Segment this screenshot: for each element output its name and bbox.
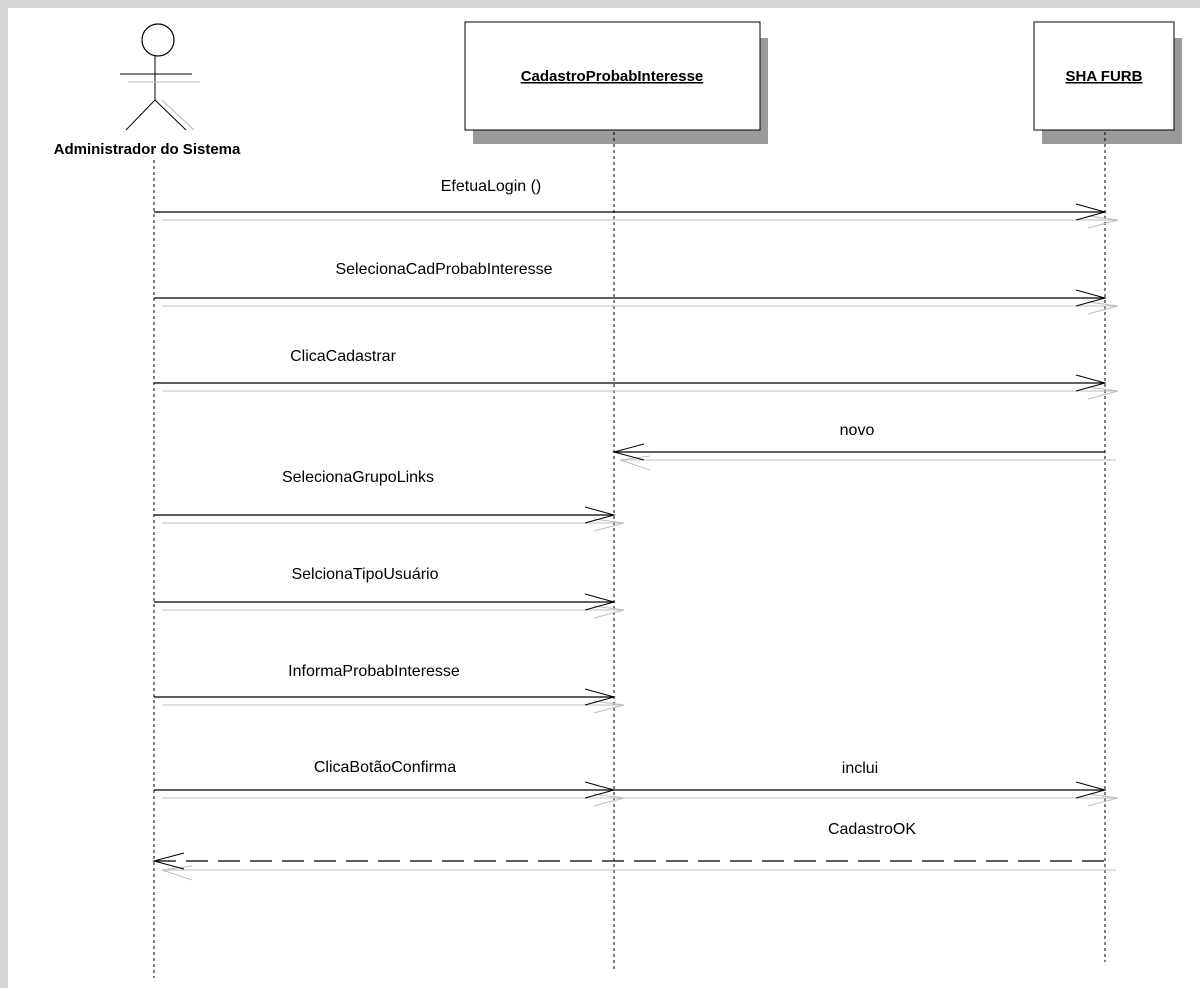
sequence-diagram-canvas: Administrador do Sistema CadastroProbabI… bbox=[8, 8, 1200, 988]
object-box-cadastro bbox=[464, 21, 761, 131]
message-informa-probab-interesse: InformaProbabInteresse bbox=[154, 663, 625, 714]
message-clica-cadastrar: ClicaCadastrar bbox=[154, 348, 1119, 400]
actor-leg-left bbox=[125, 99, 156, 131]
message-clica-botao-confirma: ClicaBotãoConfirma bbox=[154, 759, 625, 807]
actor-figure bbox=[120, 23, 200, 131]
object-box-sha-furb bbox=[1033, 21, 1175, 131]
message-selciona-tipo-usuario: SelcionaTipoUsuário bbox=[154, 566, 625, 619]
object-label-cadastro: CadastroProbabInteresse bbox=[521, 68, 704, 85]
actor-label: Administrador do Sistema bbox=[54, 141, 241, 158]
message-label: novo bbox=[840, 422, 875, 439]
message-label: InformaProbabInteresse bbox=[288, 663, 460, 680]
message-label: ClicaBotãoConfirma bbox=[314, 759, 456, 776]
message-label: EfetuaLogin () bbox=[441, 178, 542, 195]
sequence-diagram: Administrador do Sistema CadastroProbabI… bbox=[54, 21, 1182, 978]
message-label: SelcionaTipoUsuário bbox=[291, 566, 438, 583]
actor-leg-right bbox=[154, 99, 187, 131]
message-label: ClicaCadastrar bbox=[290, 348, 396, 365]
message-label: CadastroOK bbox=[828, 821, 916, 838]
actor-leg-right-shadow bbox=[161, 99, 195, 131]
message-label: inclui bbox=[842, 760, 878, 777]
actor-head bbox=[141, 23, 175, 57]
message-label: SelecionaCadProbabInteresse bbox=[335, 261, 552, 278]
message-efetua-login: EfetuaLogin () bbox=[154, 178, 1119, 229]
message-seleciona-grupo-links: SelecionaGrupoLinks bbox=[154, 469, 625, 532]
message-seleciona-cad-probab-interesse: SelecionaCadProbabInteresse bbox=[154, 261, 1119, 315]
object-label-sha-furb: SHA FURB bbox=[1066, 68, 1143, 85]
message-novo: novo bbox=[612, 422, 1116, 471]
message-label: SelecionaGrupoLinks bbox=[282, 469, 434, 486]
message-cadastro-ok: CadastroOK bbox=[152, 821, 1116, 881]
message-inclui: inclui bbox=[614, 760, 1119, 807]
